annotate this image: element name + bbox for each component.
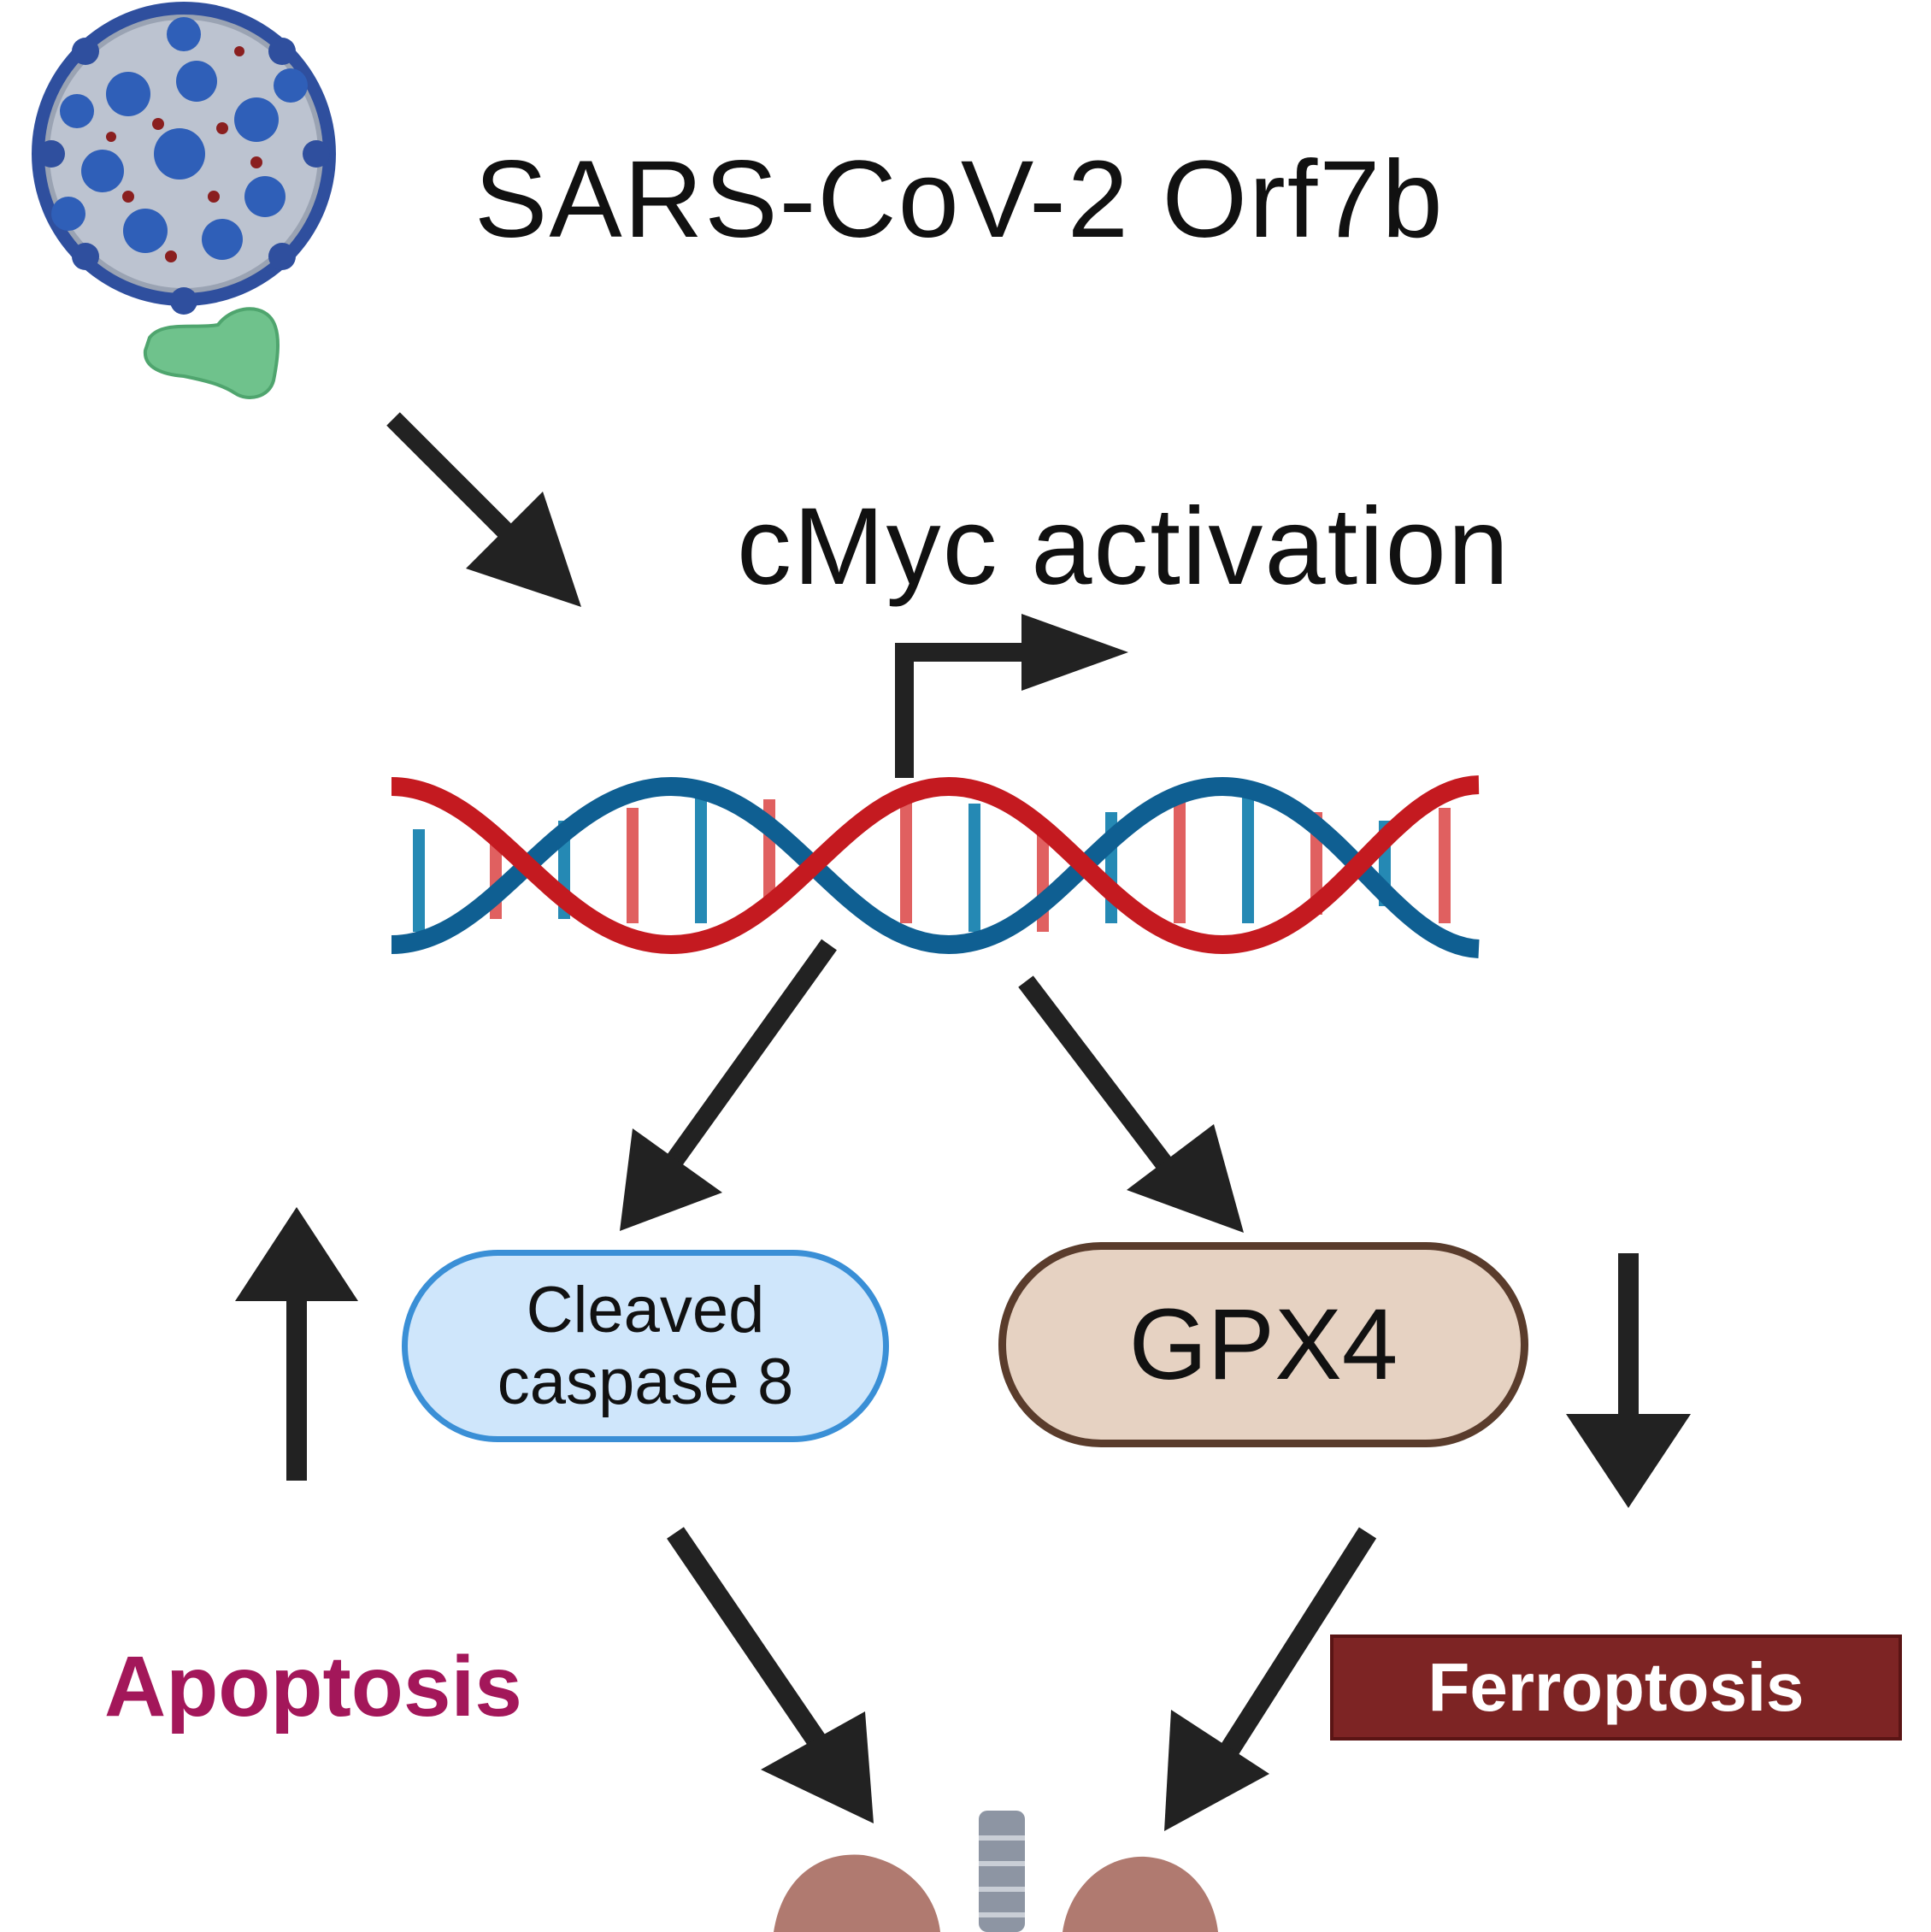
dna-helix-icon bbox=[391, 775, 1481, 958]
ferroptosis-box: Ferroptosis bbox=[1330, 1635, 1902, 1741]
ferroptosis-label: Ferroptosis bbox=[1428, 1649, 1804, 1725]
transcription-start-arrow-icon bbox=[895, 614, 1128, 778]
diagram-title: SARS-CoV-2 Orf7b bbox=[474, 138, 1445, 261]
arrow-orf7b-to-cmyc bbox=[386, 412, 581, 607]
apoptosis-label: Apoptosis bbox=[104, 1639, 522, 1735]
cmyc-activation-label: cMyc activation bbox=[737, 486, 1510, 608]
arrow-dna-to-caspase bbox=[620, 939, 837, 1231]
lungs-icon bbox=[774, 1811, 1218, 1932]
increase-arrow-icon bbox=[235, 1207, 358, 1481]
arrow-dna-to-gpx4 bbox=[1018, 975, 1244, 1233]
arrow-gpx4-to-lungs bbox=[1164, 1527, 1377, 1831]
gpx4-node: GPX4 bbox=[998, 1242, 1528, 1447]
gpx4-label: GPX4 bbox=[1128, 1288, 1398, 1401]
arrow-caspase-to-lungs bbox=[667, 1527, 874, 1823]
orf7b-protein-icon bbox=[143, 307, 280, 399]
caspase-line-1: Cleaved bbox=[526, 1273, 765, 1346]
virus-icon bbox=[32, 2, 336, 315]
caspase-line-2: caspase 8 bbox=[497, 1345, 794, 1418]
cleaved-caspase-8-node: Cleaved caspase 8 bbox=[402, 1250, 889, 1442]
decrease-arrow-icon bbox=[1566, 1253, 1691, 1508]
